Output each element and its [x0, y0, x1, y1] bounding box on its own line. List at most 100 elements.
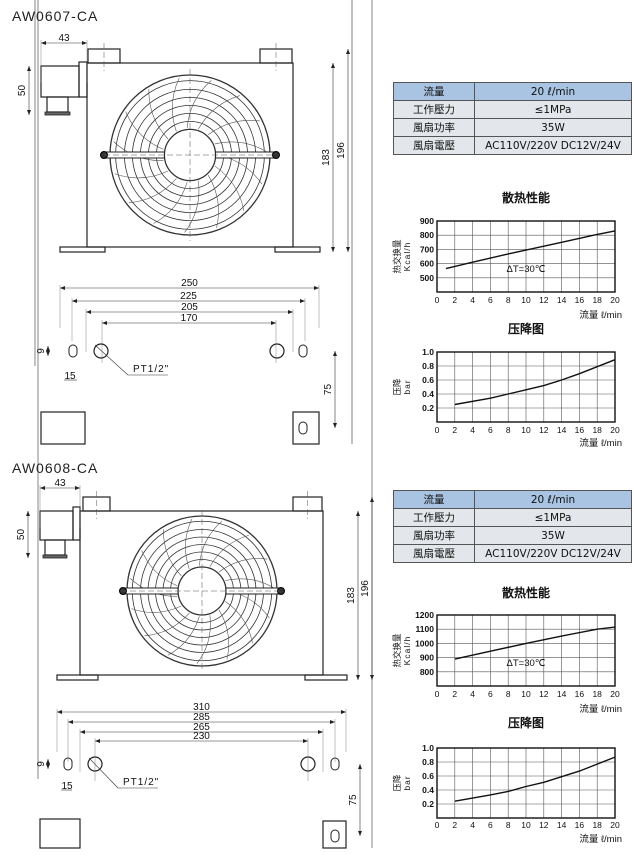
- spec-row: 工作壓力≤1MPa: [393, 508, 632, 527]
- mounting-slot: [298, 344, 308, 358]
- x-tick-label: 12: [539, 820, 549, 830]
- x-tick-label: 10: [521, 425, 531, 435]
- mounting-plate-lower: [292, 411, 320, 445]
- spec-label: 風扇功率: [393, 526, 475, 545]
- fan-blade: [196, 615, 211, 664]
- x-tick-label: 18: [592, 820, 602, 830]
- oil-port: [269, 343, 285, 359]
- x-tick-label: 10: [521, 820, 531, 830]
- y-tick-label: 1.0: [422, 743, 434, 753]
- fan-blade: [172, 78, 180, 132]
- dim-depth-label: 105: [360, 0, 377, 3]
- fan-blade: [199, 520, 223, 566]
- y-tick-label: 1200: [415, 610, 434, 620]
- x-tick-label: 2: [452, 689, 457, 699]
- spec-row: 工作壓力≤1MPa: [393, 100, 632, 119]
- mounting-foot: [274, 246, 321, 253]
- dim-width-mount_outer-label: 225: [180, 291, 197, 302]
- dim-hole-spacing-label: 75: [323, 384, 334, 396]
- electrical-connector: [39, 510, 74, 541]
- x-tick-label: 18: [592, 295, 602, 305]
- connector-bottom: [40, 411, 86, 445]
- dim-width-overall-label: 250: [181, 278, 198, 289]
- dim-width-body-label: 265: [193, 722, 210, 733]
- x-tick-label: 20: [610, 820, 620, 830]
- fan-blade: [185, 518, 193, 570]
- x-tick-label: 20: [610, 425, 620, 435]
- mounting-foot: [56, 674, 99, 681]
- fan-blade: [225, 578, 275, 589]
- spec-value: 35W: [474, 118, 632, 137]
- x-axis-label: 流量 ℓ/min: [579, 833, 622, 845]
- x-tick-label: 6: [488, 295, 493, 305]
- model-title: AW0608-CA: [12, 460, 99, 476]
- x-tick-label: 8: [506, 689, 511, 699]
- fan-blade: [141, 550, 178, 586]
- chart-title: 散热性能: [502, 190, 550, 205]
- connector-bottom: [39, 818, 81, 849]
- x-tick-label: 6: [488, 425, 493, 435]
- fan-blade: [184, 180, 200, 233]
- y-tick-label: 0.6: [422, 771, 434, 781]
- port-thread-label: PT1/2": [133, 364, 169, 375]
- dim-tab-label: 30: [25, 0, 37, 3]
- y-axis-label: 压降: [392, 378, 402, 396]
- dim-connector-height-label: 50: [17, 85, 28, 97]
- spec-value: 20 ℓ/min: [474, 82, 632, 101]
- plot-frame: [436, 351, 616, 423]
- mounting-plate-lower: [322, 820, 347, 849]
- fan-blade: [131, 605, 182, 613]
- delta-t-annotation: ΔT=30℃: [507, 264, 546, 275]
- spec-label: 風扇功率: [393, 118, 475, 137]
- oil-port: [93, 343, 109, 359]
- x-tick-label: 6: [488, 820, 493, 830]
- spec-value: AC110V/220V DC12V/24V: [474, 136, 632, 155]
- spec-label: 風扇電壓: [393, 136, 475, 155]
- y-tick-label: 0.4: [422, 389, 434, 399]
- spec-label: 流量: [393, 82, 475, 101]
- x-tick-label: 14: [557, 425, 567, 435]
- dim-depth-label: 105: [340, 0, 357, 3]
- x-tick-label: 12: [539, 425, 549, 435]
- spec-value: 35W: [474, 526, 632, 545]
- x-tick-label: 12: [539, 689, 549, 699]
- x-tick-label: 0: [435, 820, 440, 830]
- model-title: AW0607-CA: [12, 8, 99, 24]
- y-tick-label: 0.8: [422, 757, 434, 767]
- dim-slot-label: 9: [36, 761, 47, 767]
- fan-blade: [144, 612, 190, 637]
- x-tick-label: 14: [557, 820, 567, 830]
- x-tick-label: 0: [435, 425, 440, 435]
- fan-blade: [163, 529, 182, 577]
- x-tick-label: 18: [592, 425, 602, 435]
- dim-connector-width-label: 43: [54, 478, 66, 489]
- fan-blade: [218, 558, 268, 573]
- spec-label: 風扇電壓: [393, 544, 475, 563]
- data-line: [454, 626, 616, 660]
- dim-body-height-label: 183: [321, 149, 332, 166]
- port-leader: [88, 757, 119, 789]
- x-tick-label: 8: [506, 425, 511, 435]
- y-tick-label: 900: [420, 216, 434, 226]
- chart-title: 压降图: [508, 715, 544, 730]
- y-tick-label: 1100: [416, 624, 435, 634]
- x-axis-label: 流量 ℓ/min: [579, 437, 622, 449]
- x-tick-label: 10: [521, 689, 531, 699]
- dim-total-height-label: 196: [360, 580, 371, 597]
- dim-width-mount_outer-label: 285: [193, 712, 210, 723]
- y-tick-label: 600: [420, 259, 434, 269]
- dim-body-height-label: 183: [346, 587, 357, 604]
- x-tick-label: 18: [592, 689, 602, 699]
- electrical-connector: [40, 65, 80, 98]
- dim-connector-height-arrows: [27, 66, 31, 115]
- y-axis-label: 热交换量: [392, 239, 402, 274]
- y-axis-unit: Kcal/h: [402, 242, 412, 272]
- fan-blade: [148, 89, 169, 140]
